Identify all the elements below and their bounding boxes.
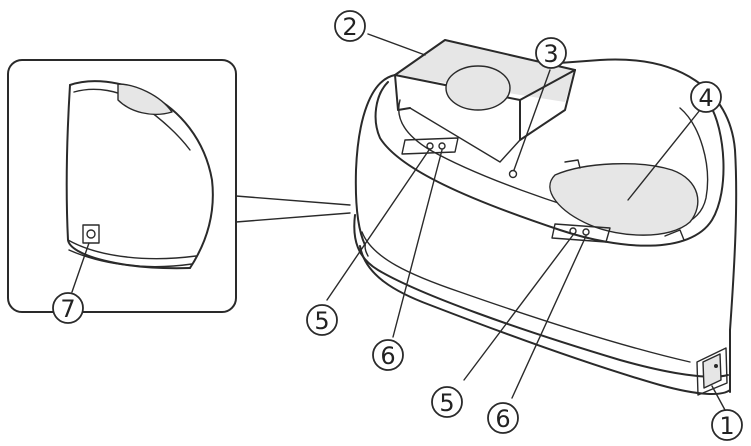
svg-text:7: 7 — [60, 295, 75, 323]
leader-line-6a — [392, 149, 443, 338]
body-base-mid — [361, 231, 691, 363]
svg-text:5: 5 — [439, 389, 454, 417]
leader-line-5a — [326, 149, 430, 301]
svg-text:5: 5 — [314, 307, 329, 335]
svg-text:3: 3 — [543, 40, 558, 68]
led-rear-left — [426, 142, 434, 150]
inset-top-cavity — [118, 84, 172, 115]
leader-line-5b — [463, 234, 574, 381]
slot-box-top-back — [394, 39, 576, 76]
svg-text:2: 2 — [342, 13, 357, 41]
svg-text:1: 1 — [719, 412, 734, 440]
leader-line-1 — [711, 385, 726, 411]
callout-5-upper: 5 — [306, 304, 338, 336]
svg-text:6: 6 — [495, 405, 510, 433]
charger-body — [326, 33, 738, 411]
led-front-right — [582, 228, 590, 236]
top-outer-rim — [374, 81, 725, 247]
slot-box-left-face — [394, 74, 411, 111]
inset-rear-view — [7, 59, 351, 313]
inset-top-cavity-outline — [117, 83, 173, 116]
battery-pocket-fill — [549, 163, 698, 236]
body-left-edge — [354, 74, 396, 246]
callout-7: 7 — [52, 292, 84, 324]
led-rear-right — [438, 142, 446, 150]
leader-line-3 — [513, 69, 551, 171]
body-top-outer — [394, 58, 738, 331]
leader-line-4 — [627, 109, 701, 201]
svg-text:4: 4 — [698, 84, 713, 112]
body-base-corner — [364, 244, 369, 257]
inset-base-line-2 — [68, 249, 193, 268]
led-pair-front-plate — [551, 223, 611, 243]
battery-pocket-tab-top — [564, 159, 581, 169]
battery-pocket-outline — [549, 162, 699, 236]
leader-line-6b — [511, 235, 587, 399]
power-switch-icon — [696, 347, 728, 396]
callout-6-lower: 6 — [487, 402, 519, 434]
leader-line-7 — [71, 242, 90, 293]
inset-connector-top — [235, 195, 351, 206]
led-pair-rear-plate — [401, 137, 459, 155]
body-base-bottom — [359, 245, 731, 396]
inset-body-right-edge — [69, 80, 214, 269]
battery-pocket-tab-bottom — [664, 229, 685, 241]
slot-box-floor — [409, 107, 521, 163]
slot-box-round-opening-outline — [445, 65, 511, 111]
handset-slot-box — [394, 39, 576, 163]
leader-line-2 — [367, 33, 426, 56]
callout-5-lower: 5 — [431, 386, 463, 418]
inset-base-line-1 — [67, 239, 197, 260]
inset-connector-bottom — [235, 212, 351, 223]
led-front-left — [569, 227, 577, 235]
callout-1: 1 — [711, 409, 743, 441]
callout-4: 4 — [690, 81, 722, 113]
led-pair-front — [551, 223, 611, 243]
dc-jack-icon — [82, 224, 100, 244]
slot-box-front-face — [519, 69, 576, 141]
callout-2: 2 — [334, 10, 366, 42]
callout-6-upper: 6 — [372, 339, 404, 371]
svg-text:6: 6 — [380, 342, 395, 370]
inset-frame — [7, 59, 237, 313]
led-pair-rear — [401, 137, 459, 155]
battery-pocket — [549, 159, 699, 241]
led-indicator-icon — [508, 169, 518, 179]
slot-box-round-opening — [446, 66, 510, 110]
callout-3: 3 — [535, 37, 567, 69]
